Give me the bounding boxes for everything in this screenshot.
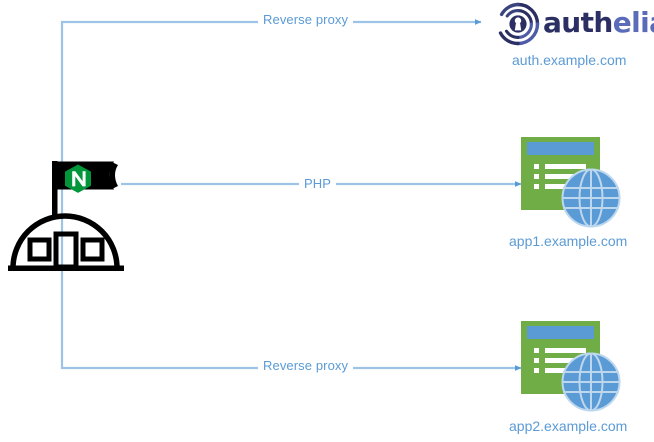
- node-nginx-server[interactable]: [8, 155, 128, 275]
- web-application-icon: [521, 321, 621, 412]
- edge-label-reverse-proxy-app2: Reverse proxy: [258, 358, 354, 373]
- edge-reverse-proxy-app2: [60, 185, 522, 371]
- node-app1[interactable]: [520, 136, 625, 231]
- globe-icon: [561, 352, 621, 412]
- edge-label-php: PHP: [299, 176, 337, 191]
- caption-app1-example-com: app1.example.com: [509, 233, 628, 249]
- caption-auth-example-com: auth.example.com: [512, 52, 627, 68]
- authelia-keyhole-logo-icon: [498, 2, 540, 46]
- node-authelia[interactable]: [488, 2, 548, 46]
- nginx-hexagon-logo: [65, 164, 91, 193]
- nginx-server-icon: [8, 161, 124, 271]
- caption-app2-example-com: app2.example.com: [509, 418, 628, 434]
- edge-label-reverse-proxy-auth: Reverse proxy: [258, 12, 354, 27]
- authelia-wordmark-auth: auth: [543, 6, 613, 39]
- node-app2[interactable]: [520, 320, 625, 415]
- globe-icon: [561, 168, 621, 228]
- web-application-icon: [521, 137, 621, 228]
